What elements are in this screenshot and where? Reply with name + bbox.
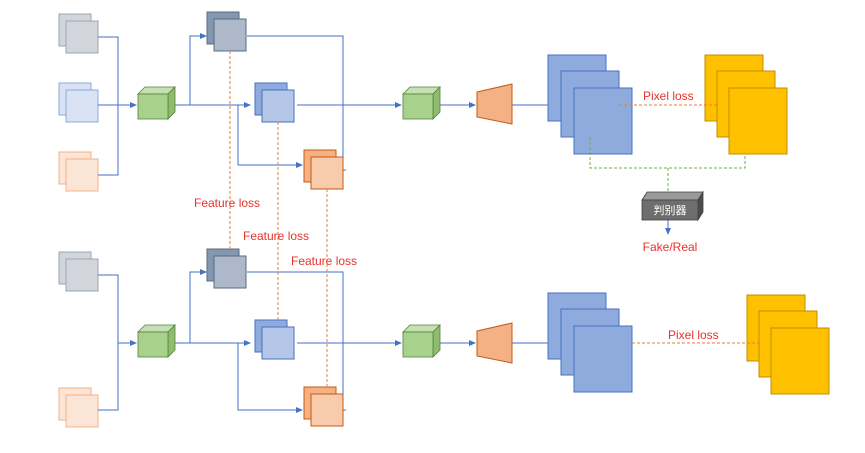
bottleneck-cube [402, 86, 441, 120]
input-connectors-bottom [98, 274, 137, 411]
encoder-cube-bottom [137, 324, 176, 358]
decoder-trapezoid [476, 83, 513, 125]
feature-stack-dark-bottom [206, 248, 247, 289]
feature-loss-links [229, 51, 328, 387]
output-stack-bottom [547, 292, 633, 393]
target-stack-top [704, 54, 788, 155]
feature-stack-blue-bottom [254, 319, 295, 360]
pixel-loss-label-top: Pixel loss [643, 89, 694, 103]
feature-loss-label-2: Feature loss [243, 229, 309, 243]
input-stack-peach [58, 151, 99, 192]
output-stack-top [547, 54, 633, 155]
target-stack-bottom [746, 294, 830, 395]
input-stack-gray [58, 13, 99, 54]
pixel-loss-label-bottom: Pixel loss [668, 328, 719, 342]
discriminator-connectors [589, 137, 746, 192]
encoder-cube [137, 86, 176, 120]
top-branch: Pixel loss 判别器 Fake/Real [58, 11, 788, 254]
fake-real-label: Fake/Real [643, 240, 698, 254]
discriminator-box: 判别器 [641, 190, 704, 222]
feature-stack-orange [303, 149, 344, 190]
feature-connectors-top [175, 33, 402, 171]
feature-stack-blue [254, 82, 295, 123]
feature-stack-orange-bottom [303, 386, 344, 427]
feature-loss-label-3: Feature loss [291, 254, 357, 268]
feature-loss-label-1: Feature loss [194, 196, 260, 210]
bottleneck-cube-bottom [402, 324, 441, 358]
input-stack-blue [58, 82, 99, 123]
feature-stack-dark [206, 11, 247, 52]
bottom-branch: Pixel loss [58, 248, 830, 428]
input-stack-gray-bottom [58, 251, 99, 292]
input-connectors-top [98, 36, 137, 176]
input-stack-peach-bottom [58, 387, 99, 428]
discriminator-label: 判别器 [654, 204, 687, 217]
decoder-trapezoid-bottom [476, 322, 513, 364]
